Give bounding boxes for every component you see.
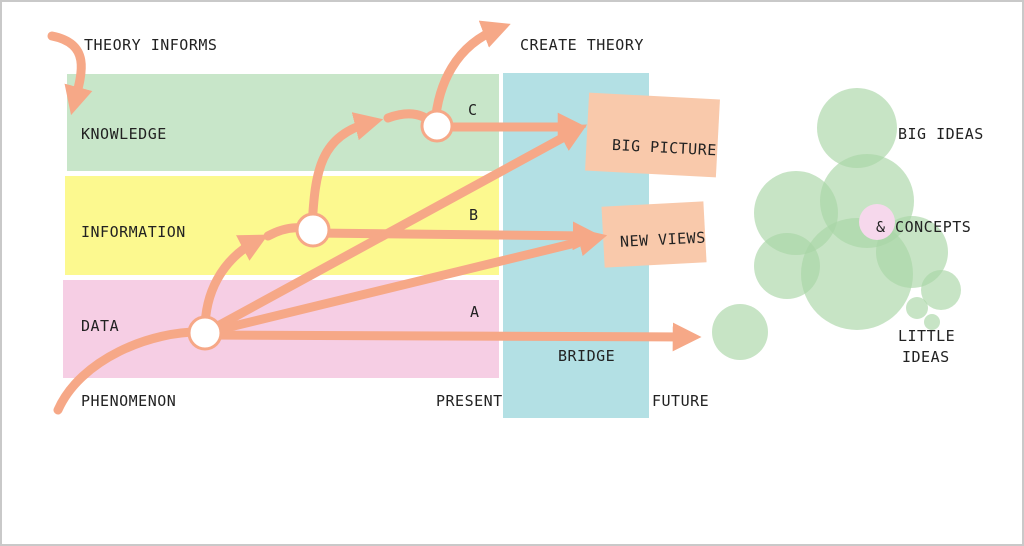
idea-circle xyxy=(924,314,940,330)
idea-circle xyxy=(876,216,948,288)
idea-circle xyxy=(712,304,768,360)
idea-circle xyxy=(906,297,928,319)
bridge-label: BRIDGE xyxy=(558,347,615,365)
data-to-new-views-arrow xyxy=(200,228,608,338)
data-node xyxy=(187,315,223,351)
new-views-label: NEW VIEWS xyxy=(620,228,707,250)
a-to-future-arrow xyxy=(200,322,702,352)
information-label: INFORMATION xyxy=(81,223,186,241)
theory-informs-label: THEORY INFORMS xyxy=(84,36,217,54)
data-to-big-picture-arrow xyxy=(200,124,588,338)
idea-circle xyxy=(754,171,838,255)
little-label: LITTLE xyxy=(898,327,955,345)
big-picture-label: BIG PICTURE xyxy=(612,136,718,159)
information-to-knowledge-arrow xyxy=(307,112,384,233)
b-to-new-views-arrow xyxy=(309,221,602,251)
label-a: A xyxy=(470,303,480,321)
phenomenon-label: PHENOMENON xyxy=(81,392,176,410)
arrows xyxy=(47,20,702,415)
concepts-label: & CONCEPTS xyxy=(876,218,971,236)
big-picture-box xyxy=(585,92,720,178)
knowledge-node xyxy=(420,109,454,143)
big-ideas-label: BIG IDEAS xyxy=(898,125,984,143)
label-b: B xyxy=(469,206,479,224)
concept-dot xyxy=(859,204,895,240)
phenomenon-arrow xyxy=(53,327,210,415)
theory-informs-arrow xyxy=(47,31,93,116)
ideas-label: IDEAS xyxy=(902,348,950,366)
idea-circle xyxy=(921,270,961,310)
data-label: DATA xyxy=(81,317,119,335)
knowledge-label: KNOWLEDGE xyxy=(81,125,167,143)
idea-cloud xyxy=(712,88,961,360)
information-node xyxy=(295,212,331,248)
idea-circle xyxy=(817,88,897,168)
future-label: FUTURE xyxy=(652,392,709,410)
present-label: PRESENT xyxy=(436,392,503,410)
create-theory-label: CREATE THEORY xyxy=(520,36,644,54)
new-views-box xyxy=(601,201,707,268)
label-c: C xyxy=(468,101,478,119)
